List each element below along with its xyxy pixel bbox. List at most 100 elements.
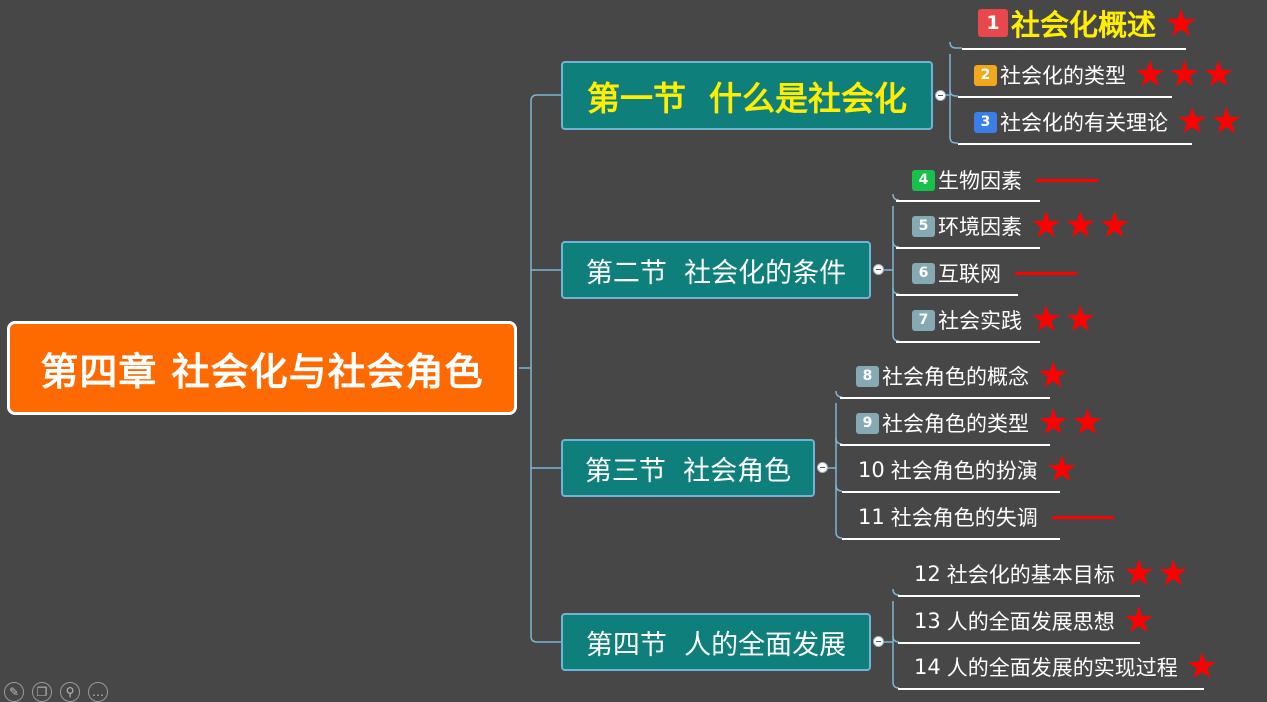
bracket-branch-2-1 xyxy=(892,193,900,201)
subtopic-underline xyxy=(896,294,1018,296)
subtopic-number: 10 xyxy=(858,458,885,482)
bracket-branch-2-2 xyxy=(892,240,900,248)
section-1-topic[interactable]: 第一节 什么是社会化 xyxy=(561,61,933,130)
subtopic-label: 生物因素 xyxy=(938,169,1022,193)
bracket-branch-3-3 xyxy=(835,484,843,492)
subtopic-number: 12 xyxy=(914,562,941,586)
bracket-branch-4-2 xyxy=(892,635,900,643)
star-rating: ★★★ xyxy=(1030,205,1133,246)
bracket-branch-1-1 xyxy=(949,41,962,49)
subtopic-underline xyxy=(842,538,1060,540)
subtopic-number: 14 xyxy=(914,655,941,679)
star-rating: ★ xyxy=(1122,600,1158,641)
subtopic-label: 社会角色的类型 xyxy=(882,412,1029,436)
more-icon[interactable]: … xyxy=(88,682,108,702)
subtopic-number: 11 xyxy=(858,505,885,529)
subtopic-underline xyxy=(842,491,1060,493)
branch-line-4 xyxy=(530,635,561,643)
subtopic-underline xyxy=(958,96,1172,98)
priority-badge: 8 xyxy=(856,365,879,387)
subtopic-label: 人的全面发展的实现过程 xyxy=(946,656,1178,680)
priority-badge: 2 xyxy=(974,64,997,86)
subtopic-underline xyxy=(958,143,1192,145)
subtopic-underline xyxy=(898,642,1140,644)
bracket-branch-1-2 xyxy=(949,89,958,97)
collapse-toggle-section-3[interactable] xyxy=(817,462,828,473)
star-rating: ★★★ xyxy=(1134,54,1237,95)
priority-badge: 6 xyxy=(912,262,935,284)
copy-icon[interactable]: ❐ xyxy=(32,682,52,702)
red-dash-mark xyxy=(1015,271,1077,275)
subtopic-label: 社会化的基本目标 xyxy=(946,563,1115,587)
subtopic-underline xyxy=(896,200,1040,202)
subtopic-underline xyxy=(840,444,1050,446)
star-rating: ★ xyxy=(1045,449,1081,490)
collapse-toggle-section-1[interactable] xyxy=(935,90,946,101)
star-rating: ★ xyxy=(1185,646,1221,687)
subtopic-underline xyxy=(896,341,1040,343)
bracket-branch-1-3 xyxy=(949,136,958,144)
section-1-label: 第一节 什么是社会化 xyxy=(587,78,907,118)
priority-badge: 7 xyxy=(912,309,935,331)
star-rating: ★ xyxy=(1164,1,1201,45)
subtopic-label: 环境因素 xyxy=(938,215,1022,239)
bracket-branch-3-2 xyxy=(835,437,843,445)
star-rating: ★★ xyxy=(1030,299,1099,340)
priority-badge: 9 xyxy=(856,412,879,434)
collapse-toggle-section-2[interactable] xyxy=(873,264,884,275)
subtopic-label: 社会化的类型 xyxy=(1000,64,1126,88)
star-rating: ★★ xyxy=(1037,402,1106,443)
priority-badge: 1 xyxy=(978,9,1008,37)
subtopic-underline xyxy=(840,397,1050,399)
root-topic[interactable]: 第四章 社会化与社会角色 xyxy=(7,321,517,415)
bracket-branch-4-3 xyxy=(892,681,900,689)
priority-badge: 4 xyxy=(912,169,935,191)
star-rating: ★★ xyxy=(1122,553,1192,594)
bracket-branch-2-3 xyxy=(892,287,900,295)
bracket-branch-3-4 xyxy=(835,531,843,539)
star-rating: ★ xyxy=(1037,355,1072,396)
bracket-branch-3-1 xyxy=(835,390,843,398)
subtopic-label: 社会角色的扮演 xyxy=(890,459,1038,483)
subtopic-underline xyxy=(898,595,1140,597)
section-2-topic[interactable]: 第二节 社会化的条件 xyxy=(561,241,871,299)
section-4-topic[interactable]: 第四节 人的全面发展 xyxy=(561,613,871,671)
section-3-topic[interactable]: 第三节 社会角色 xyxy=(561,439,815,497)
section-3-label: 第三节 社会角色 xyxy=(584,455,792,487)
subtopic-label: 社会化概述 xyxy=(1011,8,1157,42)
root-topic-label: 第四章 社会化与社会角色 xyxy=(40,349,484,394)
bracket-branch-2-4 xyxy=(892,334,900,342)
subtopic-number: 13 xyxy=(914,609,941,633)
subtopic-label: 人的全面发展思想 xyxy=(946,610,1115,634)
subtopic-label: 社会角色的概念 xyxy=(882,365,1029,389)
subtopic-label: 社会角色的失调 xyxy=(890,506,1038,530)
red-dash-mark xyxy=(1051,515,1114,519)
collapse-toggle-section-4[interactable] xyxy=(873,636,884,647)
bracket-branch-4-1 xyxy=(892,588,900,596)
subtopic-label: 社会实践 xyxy=(938,309,1022,333)
subtopic-label: 互联网 xyxy=(938,262,1001,286)
pencil-icon[interactable]: ✎ xyxy=(4,682,24,702)
branch-line-1 xyxy=(530,94,561,102)
subtopic-underline xyxy=(962,48,1186,50)
red-dash-mark xyxy=(1036,178,1098,182)
section-4-label: 第四节 人的全面发展 xyxy=(585,629,847,661)
subtopic-label: 社会化的有关理论 xyxy=(1000,111,1168,135)
search-icon[interactable]: ⚲ xyxy=(60,682,80,702)
